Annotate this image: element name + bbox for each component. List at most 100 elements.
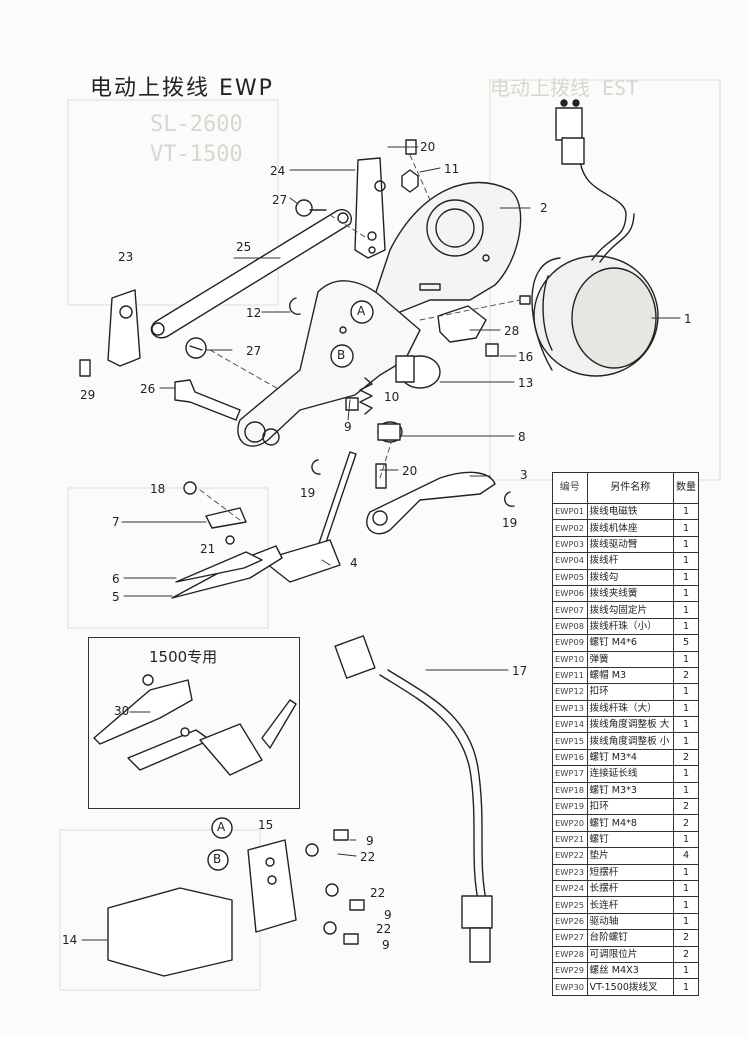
cell-qty: 1 bbox=[672, 863, 700, 881]
marker-a-label: A bbox=[357, 304, 366, 318]
cell-qty: 1 bbox=[672, 765, 700, 783]
cell-qty: 1 bbox=[672, 617, 700, 636]
cell-code: EWP10 bbox=[552, 650, 588, 668]
drive-arm-part bbox=[366, 471, 496, 535]
callout-20: 20 bbox=[420, 140, 436, 154]
column-header-code: 编号 bbox=[552, 472, 588, 504]
cell-name: 拨线角度调整板 大 bbox=[586, 716, 674, 734]
callout-9-upper: 9 bbox=[344, 420, 352, 434]
cell-name: 长摆杆 bbox=[586, 879, 674, 898]
cell-name: 弹簧 bbox=[586, 650, 674, 668]
cell-qty: 2 bbox=[672, 798, 700, 816]
retaining-ring-parts bbox=[289, 297, 515, 507]
callout-8: 8 bbox=[518, 430, 526, 444]
leader-lines bbox=[81, 146, 681, 941]
cell-qty: 1 bbox=[672, 519, 700, 537]
cell-qty: 1 bbox=[672, 732, 700, 750]
callout-11: 11 bbox=[444, 162, 460, 176]
cell-name: 短摆杆 bbox=[586, 863, 674, 881]
cell-name: 连接延长线 bbox=[586, 765, 674, 783]
inset-1500-box: 1500专用 bbox=[88, 637, 300, 809]
long-link-rod-part bbox=[150, 208, 352, 339]
cell-qty: 1 bbox=[672, 781, 700, 800]
cell-name: 拨线电磁铁 bbox=[586, 502, 674, 521]
callout-6: 6 bbox=[112, 572, 120, 586]
callout-22-top: 22 bbox=[360, 850, 376, 864]
cell-name: 扣环 bbox=[586, 683, 674, 701]
cell-code: EWP14 bbox=[552, 716, 588, 734]
stepped-screw-parts bbox=[185, 199, 327, 359]
thread-lever-part bbox=[261, 451, 357, 583]
cell-qty: 1 bbox=[672, 716, 700, 734]
callout-9-bottom: 9 bbox=[382, 938, 390, 952]
callout-19-left: 19 bbox=[300, 486, 316, 500]
cell-name: 拨线驱动臂 bbox=[586, 535, 674, 554]
cell-code: EWP23 bbox=[552, 863, 588, 881]
drive-shaft-part bbox=[174, 379, 241, 421]
callout-17: 17 bbox=[512, 664, 528, 678]
callout-4: 4 bbox=[350, 556, 358, 570]
callout-13: 13 bbox=[518, 376, 534, 390]
callout-3: 3 bbox=[520, 468, 528, 482]
callout-10: 10 bbox=[384, 390, 400, 404]
cell-qty: 1 bbox=[672, 896, 700, 914]
cell-name: 拨线夹线簧 bbox=[586, 584, 674, 603]
cell-name: 可调限位片 bbox=[586, 945, 674, 963]
table-header-row: 编号 另件名称 数量 bbox=[552, 472, 700, 504]
cell-name: 拨线杆珠（大） bbox=[586, 699, 674, 718]
callout-18: 18 bbox=[150, 482, 166, 496]
cell-qty: 1 bbox=[672, 912, 700, 931]
cell-code: EWP17 bbox=[552, 765, 588, 783]
cell-qty: 4 bbox=[672, 847, 700, 865]
callout-25: 25 bbox=[236, 240, 252, 254]
cell-code: EWP05 bbox=[552, 568, 588, 586]
cell-code: EWP20 bbox=[552, 814, 588, 832]
cell-qty: 2 bbox=[672, 814, 700, 832]
cell-code: EWP04 bbox=[552, 552, 588, 570]
ghost-text-model-a: SL-2600 bbox=[150, 112, 243, 137]
cell-name: 拨线杆 bbox=[586, 552, 674, 570]
drive-arm-body bbox=[237, 280, 421, 447]
callout-1: 1 bbox=[684, 312, 692, 326]
cell-qty: 2 bbox=[672, 929, 700, 947]
short-swing-bar-part bbox=[107, 289, 141, 367]
cell-code: EWP27 bbox=[552, 929, 588, 947]
callout-22-low: 22 bbox=[376, 922, 392, 936]
cell-qty: 1 bbox=[672, 568, 700, 586]
cell-code: EWP18 bbox=[552, 781, 588, 800]
cell-name: 拨线角度调整板 小 bbox=[586, 732, 674, 750]
cell-qty: 1 bbox=[672, 961, 700, 980]
cell-name: 螺钉 M3*4 bbox=[586, 748, 674, 767]
pin-ball-large-part bbox=[395, 355, 441, 389]
cell-code: EWP12 bbox=[552, 683, 588, 701]
cell-name: 螺帽 M3 bbox=[586, 666, 674, 685]
assembly-guides bbox=[199, 154, 521, 521]
cell-name: VT-1500拨线叉 bbox=[586, 978, 674, 996]
callout-15: 15 bbox=[258, 818, 274, 832]
cell-code: EWP15 bbox=[552, 732, 588, 750]
cell-qty: 1 bbox=[672, 552, 700, 570]
cell-qty: 5 bbox=[672, 634, 700, 652]
cell-qty: 2 bbox=[672, 666, 700, 685]
cell-code: EWP25 bbox=[552, 896, 588, 914]
cell-qty: 1 bbox=[672, 978, 700, 996]
cell-qty: 2 bbox=[672, 945, 700, 963]
cell-code: EWP22 bbox=[552, 847, 588, 865]
callout-27-bottom: 27 bbox=[246, 344, 262, 358]
